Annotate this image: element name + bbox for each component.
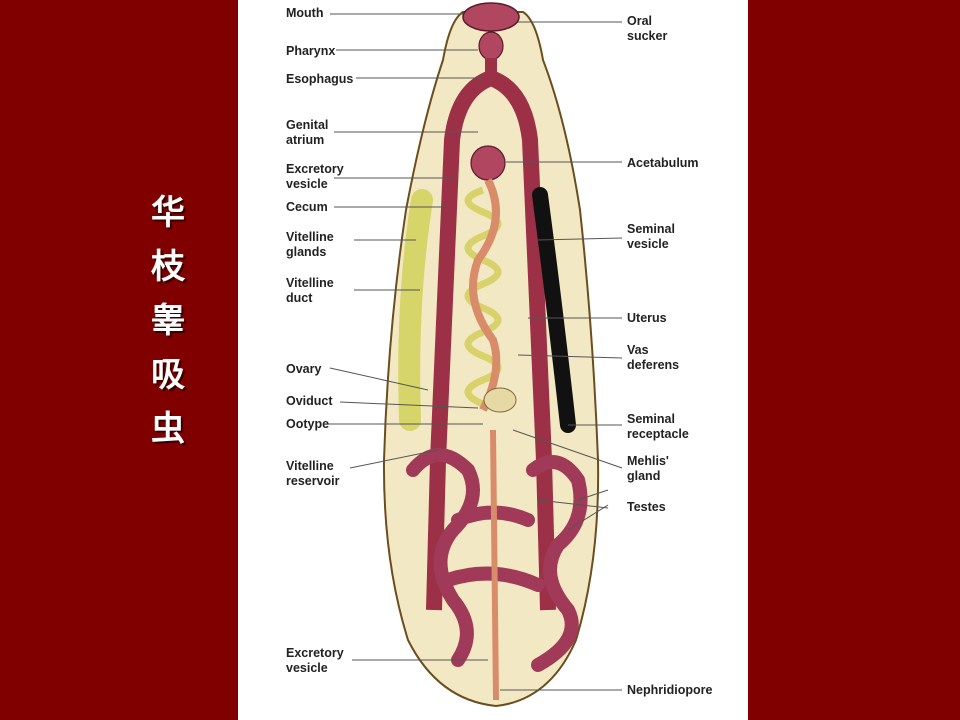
- label-seminal-receptacle: Seminal receptacle: [627, 412, 689, 441]
- label-pharynx: Pharynx: [286, 44, 336, 58]
- label-vas-deferens: Vas deferens: [627, 343, 680, 372]
- label-excretory-vesicle-upper: Excretory vesicle: [286, 162, 344, 191]
- label-nephridiopore: Nephridiopore: [627, 683, 713, 697]
- label-uterus: Uterus: [627, 311, 667, 325]
- vitelline-glands-left: [398, 189, 433, 431]
- label-oral-sucker: Oral sucker: [627, 14, 668, 43]
- seminal-receptacle-dark: [532, 187, 576, 433]
- ovary: [483, 387, 517, 413]
- fluke-anatomy-illustration: [328, 2, 623, 708]
- label-mouth: Mouth: [286, 6, 324, 20]
- label-oviduct: Oviduct: [286, 394, 333, 408]
- diagram-panel: Mouth Pharynx Esophagus Genital atrium E…: [238, 0, 748, 720]
- title-char: 虫: [151, 409, 185, 449]
- label-vitelline-glands: Vitelline glands: [286, 230, 334, 259]
- label-ovary: Ovary: [286, 362, 322, 376]
- label-testes: Testes: [627, 500, 666, 514]
- title-char: 吸: [151, 355, 185, 395]
- label-ootype: Ootype: [286, 417, 330, 431]
- label-vitelline-duct: Vitelline duct: [286, 276, 334, 305]
- seminal-vesicle-tube: [469, 178, 501, 412]
- label-mehlis-gland: Mehlis' gland: [627, 454, 669, 483]
- label-acetabulum: Acetabulum: [627, 156, 699, 170]
- label-excretory-vesicle-lower: Excretory vesicle: [286, 646, 344, 675]
- title-char: 睾: [151, 301, 185, 341]
- cecum-left: [426, 70, 495, 611]
- label-genital-atrium: Genital atrium: [286, 118, 329, 147]
- acetabulum: [470, 145, 506, 181]
- label-cecum: Cecum: [286, 200, 328, 214]
- oral-sucker: [462, 2, 520, 32]
- label-seminal-vesicle: Seminal vesicle: [627, 222, 675, 251]
- pharynx: [478, 31, 504, 61]
- label-esophagus: Esophagus: [286, 72, 354, 86]
- testes: [406, 448, 588, 672]
- cecum-right: [487, 70, 556, 611]
- title-char: 华: [151, 193, 185, 233]
- title-char: 枝: [151, 247, 185, 287]
- label-vitelline-reservoir: Vitelline reservoir: [286, 459, 340, 488]
- excretory-vesicle-duct: [490, 429, 499, 701]
- vertical-title: 华 枝 睾 吸 虫: [138, 186, 198, 456]
